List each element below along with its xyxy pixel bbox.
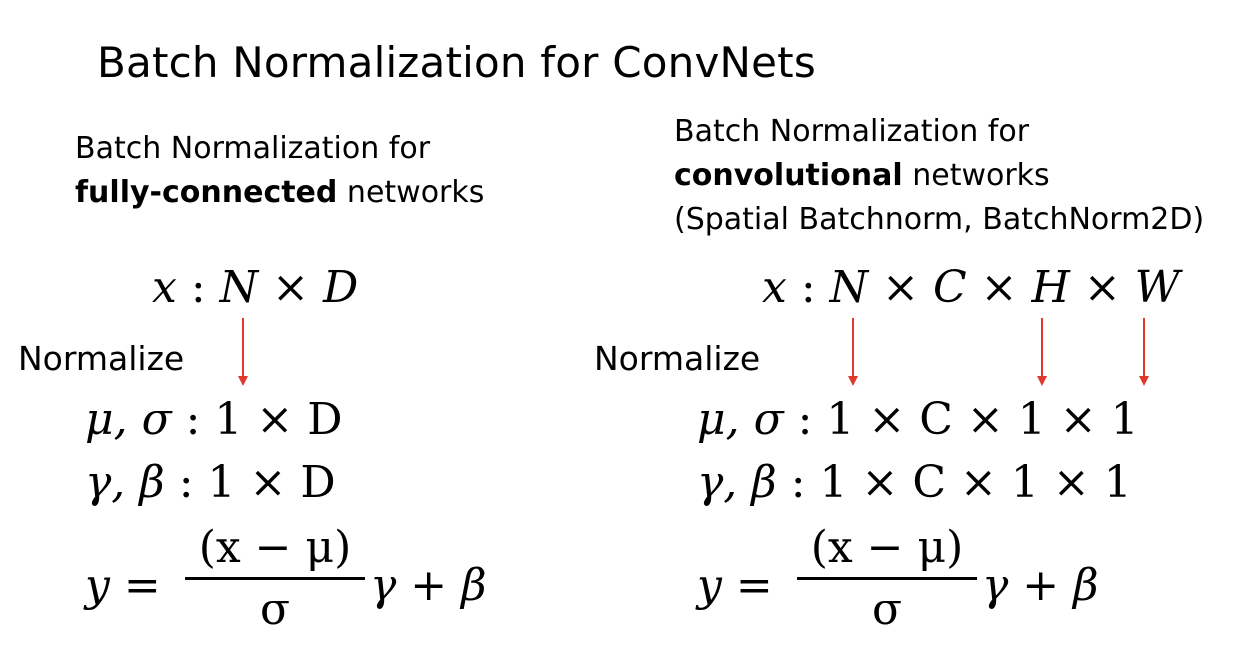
right-gamma-beta-colon: : xyxy=(776,457,820,508)
right-gamma-beta-vars: γ, β xyxy=(697,457,777,508)
right-eq-rhs-text: γ + β xyxy=(982,560,1099,611)
right-mu-sigma-colon: : xyxy=(783,394,827,445)
left-shape-dims: N × D xyxy=(219,262,359,313)
right-heading: Batch Normalization for convolutional ne… xyxy=(674,110,1204,242)
right-eq-fraction-bar xyxy=(797,577,977,580)
left-heading: Batch Normalization for fully-connected … xyxy=(75,127,484,215)
arrow-right-h xyxy=(1037,318,1047,386)
right-normalize-label: Normalize xyxy=(594,339,761,378)
right-shape-colon: : xyxy=(786,262,830,313)
right-eq-rhs: γ + β xyxy=(982,560,1099,611)
right-eq-lhs: y = xyxy=(697,560,773,611)
left-heading-line1: Batch Normalization for xyxy=(75,131,431,166)
left-heading-rest: networks xyxy=(337,175,485,210)
left-normalize-label: Normalize xyxy=(18,339,185,378)
left-mu-sigma: μ, σ : 1 × D xyxy=(85,394,343,445)
left-gamma-beta-vars: γ, β xyxy=(85,457,165,508)
right-shape-dims: N × C × H × W xyxy=(829,262,1180,313)
left-heading-bold: fully-connected xyxy=(75,175,338,210)
right-mu-sigma-vars: μ, σ xyxy=(697,394,784,445)
right-heading-rest: networks xyxy=(902,158,1050,193)
right-eq-numerator: (x − μ) xyxy=(810,522,964,573)
left-eq-lhs: y = xyxy=(85,560,161,611)
left-heading-line2: fully-connected networks xyxy=(75,171,484,215)
arrow-right-n xyxy=(848,318,858,386)
right-heading-line2: convolutional networks xyxy=(674,154,1204,198)
left-eq-fraction-bar xyxy=(185,577,365,580)
left-shape-var: x xyxy=(152,262,177,313)
right-shape: x : N × C × H × W xyxy=(762,262,1180,313)
right-eq-denominator: σ xyxy=(871,584,903,635)
right-heading-bold: convolutional xyxy=(674,158,903,193)
left-shape-colon: : xyxy=(176,262,220,313)
right-eq-lhs-text: y = xyxy=(697,560,773,611)
right-gamma-beta: γ, β : 1 × C × 1 × 1 xyxy=(697,457,1132,508)
left-eq-lhs-text: y = xyxy=(85,560,161,611)
left-eq-rhs: γ + β xyxy=(370,560,487,611)
right-gamma-beta-dims: 1 × C × 1 × 1 xyxy=(819,457,1132,508)
arrow-left-n xyxy=(238,318,248,386)
right-eq-fraction: (x − μ) σ xyxy=(797,522,977,635)
arrow-right-w xyxy=(1139,318,1149,386)
right-mu-sigma-dims: 1 × C × 1 × 1 xyxy=(826,394,1139,445)
right-heading-line3: (Spatial Batchnorm, BatchNorm2D) xyxy=(674,202,1205,237)
left-eq-fraction: (x − μ) σ xyxy=(185,522,365,635)
left-eq-denominator: σ xyxy=(259,584,291,635)
slide-title: Batch Normalization for ConvNets xyxy=(97,38,816,87)
left-gamma-beta-colon: : xyxy=(164,457,208,508)
right-heading-line1: Batch Normalization for xyxy=(674,114,1030,149)
right-shape-var: x xyxy=(762,262,787,313)
left-gamma-beta: γ, β : 1 × D xyxy=(85,457,336,508)
left-mu-sigma-vars: μ, σ xyxy=(85,394,172,445)
left-mu-sigma-dims: 1 × D xyxy=(214,394,343,445)
left-mu-sigma-colon: : xyxy=(171,394,215,445)
left-eq-numerator: (x − μ) xyxy=(198,522,352,573)
left-gamma-beta-dims: 1 × D xyxy=(207,457,336,508)
left-eq-rhs-text: γ + β xyxy=(370,560,487,611)
left-shape: x : N × D xyxy=(152,262,358,313)
right-mu-sigma: μ, σ : 1 × C × 1 × 1 xyxy=(697,394,1139,445)
